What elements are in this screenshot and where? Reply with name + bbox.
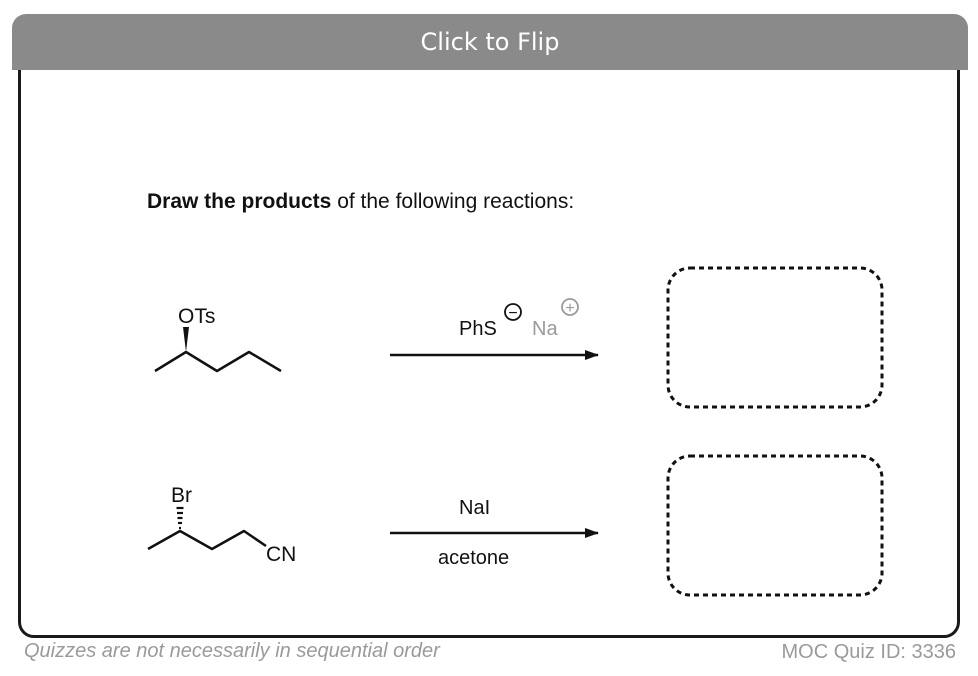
question-rest: of the following reactions: <box>331 190 575 213</box>
footer-note: Quizzes are not necessarily in sequentia… <box>24 640 440 662</box>
negative-charge-icon <box>504 303 522 321</box>
substrate-1-structure <box>154 350 282 373</box>
negative-charge-sign: − <box>508 305 517 322</box>
flip-button[interactable]: Click to Flip <box>12 14 968 70</box>
hash-bond <box>176 506 184 530</box>
product-box-1[interactable] <box>666 266 884 409</box>
question-bold: Draw the products <box>147 190 332 213</box>
substituent-ots: OTs <box>178 305 215 328</box>
flip-label: Click to Flip <box>420 28 560 56</box>
question-text: Draw the products of the following react… <box>147 190 574 214</box>
reagent-nai: NaI <box>459 497 490 519</box>
reagent-phs: PhS <box>459 318 497 340</box>
quiz-id: MOC Quiz ID: 3336 <box>781 641 956 663</box>
group-cn: CN <box>266 543 296 566</box>
solvent-acetone: acetone <box>438 547 509 569</box>
positive-charge-icon <box>561 298 579 316</box>
positive-charge-sign: + <box>565 300 574 317</box>
substituent-br: Br <box>171 484 192 507</box>
substrate-2-structure <box>147 529 267 551</box>
reagent-na: Na <box>532 318 558 340</box>
wedge-bond <box>183 327 189 352</box>
product-box-2[interactable] <box>666 454 884 597</box>
